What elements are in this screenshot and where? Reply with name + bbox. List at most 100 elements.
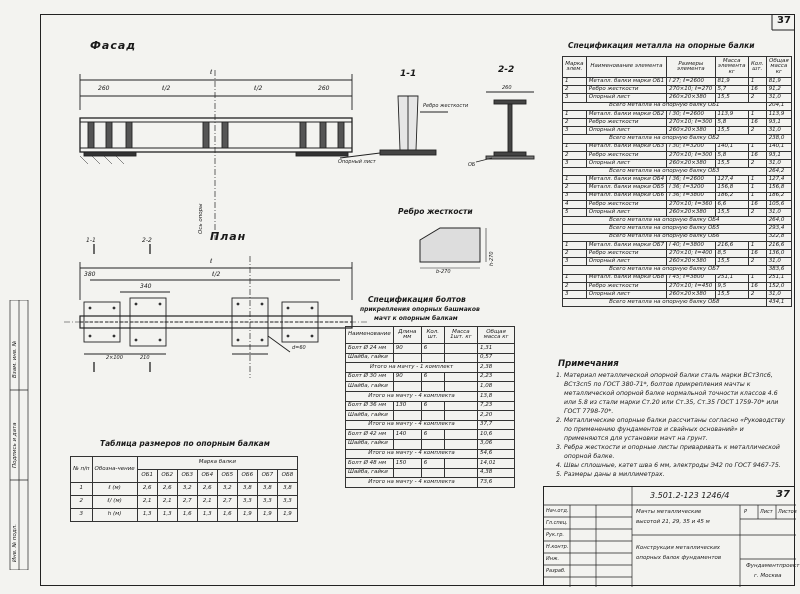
metal-spec-cell: I 36; ℓ=2600 — [666, 175, 716, 185]
bolts-total-label: Итого на мачту - 4 комплекта — [344, 419, 479, 431]
notes-title: Примечания — [558, 359, 619, 369]
sizes-h-designation: Обозна-чение — [91, 456, 138, 483]
bolts-cell: 0,57 — [477, 352, 515, 364]
metal-spec-cell: 216,6 — [714, 240, 749, 250]
bolts-cell: 14,01 — [477, 458, 515, 469]
sizes-cell: 2 — [70, 495, 93, 509]
metal-spec-cell: 1 — [747, 142, 767, 152]
sizes-cell: 2,6 — [156, 482, 178, 496]
metal-spec-cell: Металл. балки марки ОБ8 — [585, 273, 668, 283]
metal-spec-cell: Опорный лист — [585, 257, 668, 267]
bolts-cell: 10,6 — [477, 429, 515, 440]
sizes-mark-об7: ОБ7 — [256, 469, 278, 483]
metal-spec-cell: 127,4 — [765, 175, 793, 185]
bolts-cell: 73,6 — [477, 477, 515, 488]
metal-spec-header-cell: Кол. шт. — [747, 56, 767, 78]
metal-spec-cell: 156,8 — [714, 183, 749, 193]
metal-spec-cell: Ребро жесткости — [585, 248, 668, 259]
bolts-cell: Болт Ø 24 нм — [345, 343, 394, 354]
bolts-cell: 2,23 — [477, 371, 515, 383]
sizes-mark-об6: ОБ6 — [236, 469, 258, 483]
bolts-cell — [420, 381, 445, 392]
bolts-title-1: Спецификация болтов — [368, 295, 466, 304]
bolts-cell — [443, 343, 479, 354]
section-2-label: ОБ — [468, 162, 476, 168]
bolts-cell — [392, 467, 422, 479]
metal-spec-cell: 2 — [747, 257, 767, 267]
metal-spec-cell: 238,0 — [765, 134, 793, 144]
metal-spec-cell: 260×20×380 — [666, 126, 716, 136]
bolts-cell: Шайба, гайки — [345, 352, 394, 364]
bolts-cell: Шайба, гайки — [345, 467, 394, 479]
note-item: 1. Материал металлической опорной балки … — [556, 372, 779, 416]
metal-spec-cell: 251,1 — [765, 273, 793, 283]
note-item: 3. Ребра жесткости и опорные листы прива… — [556, 444, 780, 461]
sizes-cell: 1,3 — [196, 508, 218, 522]
plan-dim-210: 210 — [140, 355, 150, 361]
bolts-total-label: Итого на мачту - 1 комплект — [344, 362, 479, 373]
stamp-person-role: Разраб. — [546, 568, 566, 574]
stamp-person-role: Гл.спец. — [546, 520, 568, 526]
metal-spec-cell: 216,6 — [765, 240, 793, 250]
bolts-cell — [443, 352, 479, 364]
bolts-cell: 6 — [420, 343, 445, 354]
metal-spec-cell: 1 — [747, 109, 767, 119]
bolts-cell: Шайба, гайки — [345, 410, 394, 421]
sizes-cell: 1,6 — [176, 508, 198, 522]
stamp-sheets-label: Листов — [778, 509, 797, 515]
metal-spec-header-cell: Размеры элемента — [666, 56, 716, 78]
metal-spec-cell: 15,5 — [714, 207, 749, 218]
plan-section-2-top: 2-2 — [142, 237, 152, 244]
metal-spec-cell: 1 — [747, 273, 767, 283]
metal-spec-cell: 1 — [562, 240, 587, 250]
metal-spec-cell: Опорный лист — [585, 289, 668, 300]
metal-spec-cell: 270×10; ℓ=270 — [666, 85, 716, 95]
metal-spec-cell: Металл. балки марки ОБ1 — [585, 76, 668, 87]
metal-spec-cell: 293,4 — [765, 224, 793, 234]
bolts-cell: Болт Ø 48 нм — [345, 458, 394, 469]
metal-spec-cell: 264,0 — [765, 216, 793, 226]
plan-dim-d60: d=60 — [292, 345, 306, 351]
metal-spec-cell: 322,8 — [765, 232, 793, 242]
sizes-cell: 2,7 — [216, 495, 238, 509]
bolts-cell: Болт Ø 42 нм — [345, 429, 394, 440]
rib-detail-title: Ребро жесткости — [398, 207, 473, 216]
bolts-cell — [443, 458, 479, 469]
metal-spec-cell: 81,9 — [714, 76, 749, 87]
metal-spec-cell: 113,9 — [765, 109, 793, 119]
sizes-mark-об5: ОБ5 — [216, 469, 238, 483]
metal-spec-cell: 2 — [562, 85, 587, 95]
bolts-total-label: Итого на мачту - 4 комплекта — [344, 477, 479, 488]
metal-spec-cell: 2 — [747, 126, 767, 136]
metal-spec-cell: 1 — [747, 183, 767, 193]
metal-spec-cell: 260×20×380 — [666, 93, 716, 103]
stamp-person-role: Инж. — [546, 556, 560, 562]
metal-spec-cell: 15,5 — [714, 257, 749, 267]
sizes-cell: 3,3 — [256, 495, 278, 509]
metal-spec-cell: 260×20×380 — [666, 257, 716, 267]
metal-spec-cell: 31,0 — [765, 207, 793, 218]
bolts-cell: 6 — [420, 429, 445, 440]
metal-spec-title: Спецификация металла на опорные балки — [568, 41, 755, 50]
metal-spec-cell: 105,6 — [765, 199, 793, 210]
side-strip: Взам. инв. № Подпись и дата Инв. № подл. — [0, 300, 30, 570]
bolts-header-cell: Длина мм — [392, 326, 422, 344]
